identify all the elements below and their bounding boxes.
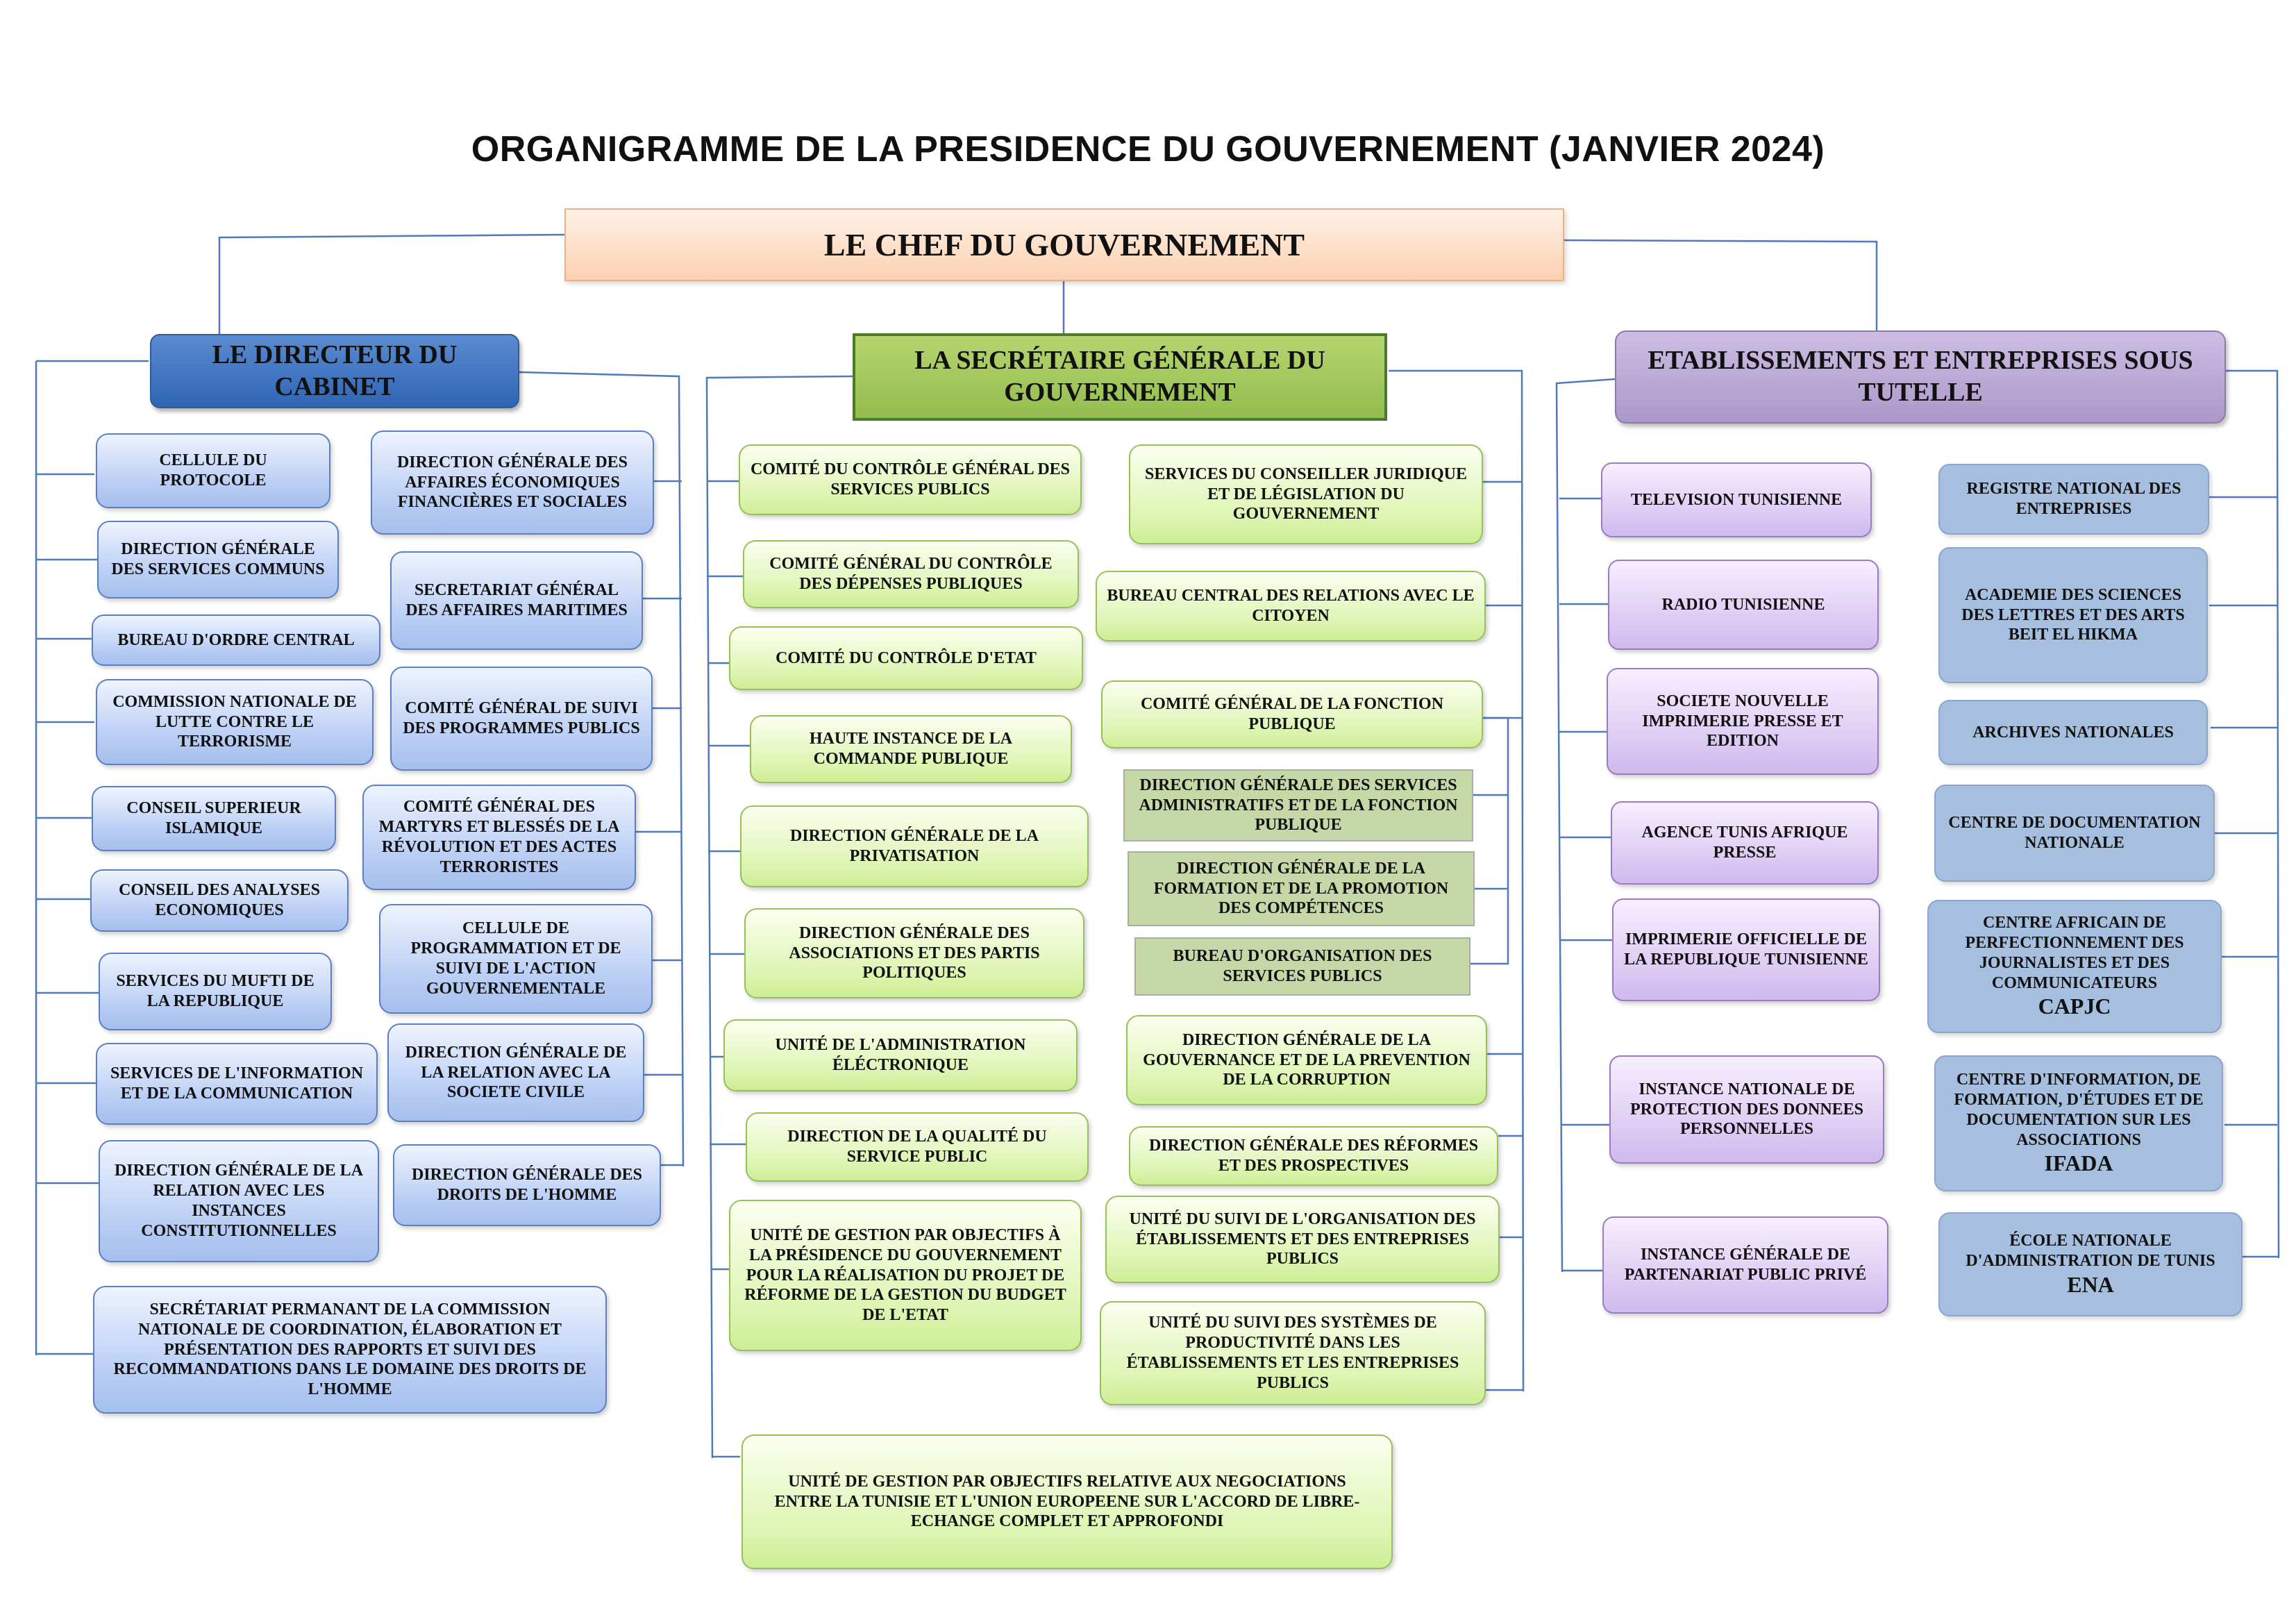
node-capjc-acronym: CAPJC [2038,994,2111,1019]
node-ifada-acronym: IFADA [2044,1150,2113,1176]
node-controle-depenses: COMITÉ GÉNÉRAL DU CONTRÔLE DES DÉPENSES … [743,540,1079,608]
node-qualite-service-public: DIRECTION DE LA QUALITÉ DU SERVICE PUBLI… [746,1112,1089,1182]
node-television-tunisienne: TELEVISION TUNISIENNE [1601,462,1872,537]
node-controle-general-services: COMITÉ DU CONTRÔLE GÉNÉRAL DES SERVICES … [739,444,1082,515]
node-capjc-label: CENTRE AFRICAIN DE PERFECTIONNEMENT DES … [1965,914,2184,992]
node-dg-societe-civile: DIRECTION GÉNÉRALE DE LA RELATION AVEC L… [387,1023,644,1122]
node-ifada: CENTRE D'INFORMATION, DE FORMATION, D'ÉT… [1934,1055,2223,1191]
node-inpdp: INSTANCE NATIONALE DE PROTECTION DES DON… [1609,1055,1884,1164]
node-registre-entreprises: REGISTRE NATIONAL DES ENTREPRISES [1938,464,2209,535]
node-comite-martyrs: COMITÉ GÉNÉRAL DES MARTYRS ET BLESSÉS DE… [362,785,636,890]
node-ifada-label: CENTRE D'INFORMATION, DE FORMATION, D'ÉT… [1954,1071,2204,1149]
node-chef-du-gouvernement: LE CHEF DU GOUVERNEMENT [564,208,1564,281]
node-services-mufti: SERVICES DU MUFTI DE LA REPUBLIQUE [99,953,332,1030]
node-etablissements-sous-tutelle: ETABLISSEMENTS ET ENTREPRISES SOUS TUTEL… [1615,330,2226,424]
node-directeur-du-cabinet: LE DIRECTEUR DU CABINET [150,334,519,408]
node-snipe: SOCIETE NOUVELLE IMPRIMERIE PRESSE ET ED… [1607,668,1879,775]
node-dg-formation-competences: DIRECTION GÉNÉRALE DE LA FORMATION ET DE… [1128,851,1475,926]
node-unite-administration-electronique: UNITÉ DE L'ADMINISTRATION ÉLÉCTRONIQUE [723,1019,1078,1091]
node-commission-terrorisme: COMMISSION NATIONALE DE LUTTE CONTRE LE … [96,679,374,765]
node-secretaire-generale: LA SECRÉTAIRE GÉNÉRALE DU GOUVERNEMENT [853,333,1387,421]
node-ena: ÉCOLE NATIONALE D'ADMINISTRATION DE TUNI… [1938,1212,2243,1316]
node-cellule-du-protocole: CELLULE DU PROTOCOLE [96,433,330,508]
node-dg-privatisation: DIRECTION GÉNÉRALE DE LA PRIVATISATION [740,805,1089,887]
node-comite-suivi-programmes: COMITÉ GÉNÉRAL DE SUIVI DES PROGRAMMES P… [390,667,653,771]
node-comite-fonction-publique: COMITÉ GÉNÉRAL DE LA FONCTION PUBLIQUE [1101,680,1483,748]
node-services-information: SERVICES DE L'INFORMATION ET DE LA COMMU… [96,1043,378,1125]
node-bureau-ordre-central: BUREAU D'ORDRE CENTRAL [92,614,380,666]
node-bureau-organisation-services: BUREAU D'ORGANISATION DES SERVICES PUBLI… [1134,937,1470,996]
node-conseiller-juridique: SERVICES DU CONSEILLER JURIDIQUE ET DE L… [1129,444,1483,544]
node-ena-label: ÉCOLE NATIONALE D'ADMINISTRATION DE TUNI… [1966,1232,2215,1270]
node-radio-tunisienne: RADIO TUNISIENNE [1608,560,1879,650]
node-haute-instance-commande: HAUTE INSTANCE DE LA COMMANDE PUBLIQUE [750,715,1072,783]
node-imprimerie-officielle: IMPRIMERIE OFFICIELLE DE LA REPUBLIQUE T… [1612,898,1880,1001]
node-ugo-reforme-budget: UNITÉ DE GESTION PAR OBJECTIFS À LA PRÉS… [729,1200,1082,1351]
node-dg-affaires-economiques: DIRECTION GÉNÉRALE DES AFFAIRES ÉCONOMIQ… [371,430,654,535]
node-tap: AGENCE TUNIS AFRIQUE PRESSE [1611,801,1879,885]
node-conseil-superieur-islamique: CONSEIL SUPERIEUR ISLAMIQUE [92,786,336,851]
node-beit-el-hikma: ACADEMIE DES SCIENCES DES LETTRES ET DES… [1938,547,2208,683]
node-archives-nationales: ARCHIVES NATIONALES [1938,700,2208,765]
node-ena-acronym: ENA [2067,1271,2114,1297]
node-sg-affaires-maritimes: SECRETARIAT GÉNÉRAL DES AFFAIRES MARITIM… [390,551,643,650]
node-centre-documentation: CENTRE DE DOCUMENTATION NATIONALE [1934,785,2215,882]
node-unite-suivi-organisation: UNITÉ DU SUIVI DE L'ORGANISATION DES ÉTA… [1105,1196,1500,1283]
node-capjc: CENTRE AFRICAIN DE PERFECTIONNEMENT DES … [1927,900,2222,1033]
node-unite-suivi-productivite: UNITÉ DU SUIVI DES SYSTÈMES DE PRODUCTIV… [1100,1301,1486,1405]
node-dg-associations-partis: DIRECTION GÉNÉRALE DES ASSOCIATIONS ET D… [744,908,1084,998]
node-dg-instances-constitutionnelles: DIRECTION GÉNÉRALE DE LA RELATION AVEC L… [99,1140,379,1262]
node-bureau-relations-citoyen: BUREAU CENTRAL DES RELATIONS AVEC LE CIT… [1096,571,1486,642]
node-igppp: INSTANCE GÉNÉRALE DE PARTENARIAT PUBLIC … [1602,1216,1888,1314]
node-dg-services-communs: DIRECTION GÉNÉRALE DES SERVICES COMMUNS [97,521,339,598]
node-dg-droits-homme: DIRECTION GÉNÉRALE DES DROITS DE L'HOMME [393,1144,661,1226]
node-conseil-analyses-economiques: CONSEIL DES ANALYSES ECONOMIQUES [90,869,349,932]
node-dg-gouvernance-corruption: DIRECTION GÉNÉRALE DE LA GOUVERNANCE ET … [1126,1015,1487,1105]
node-sp-commission-droits-homme: SECRÉTARIAT PERMANANT DE LA COMMISSION N… [93,1286,607,1414]
node-cellule-programmation: CELLULE DE PROGRAMMATION ET DE SUIVI DE … [379,904,653,1014]
node-dg-reformes-prospectives: DIRECTION GÉNÉRALE DES RÉFORMES ET DES P… [1129,1126,1498,1186]
chart-title: ORGANIGRAMME DE LA PRESIDENCE DU GOUVERN… [471,129,1825,169]
node-controle-etat: COMITÉ DU CONTRÔLE D'ETAT [729,626,1083,690]
node-ugo-negociations-ue: UNITÉ DE GESTION PAR OBJECTIFS RELATIVE … [741,1434,1393,1569]
node-dg-services-administratifs: DIRECTION GÉNÉRALE DES SERVICES ADMINIST… [1123,769,1473,842]
